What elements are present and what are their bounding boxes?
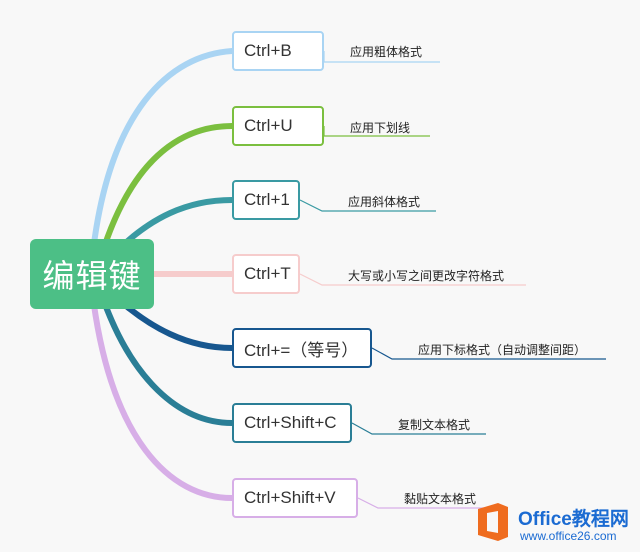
desc-label: 大写或小写之间更改字符格式	[348, 269, 505, 283]
key-label: Ctrl+B	[244, 41, 292, 60]
key-label: Ctrl+Shift+C	[244, 413, 337, 432]
desc-underline	[323, 126, 430, 137]
root-label: 编辑键	[42, 257, 142, 295]
desc-underline	[357, 497, 492, 509]
desc-label: 应用粗体格式	[350, 45, 423, 59]
key-label: Ctrl+1	[244, 190, 290, 209]
key-node-ctrl-equals[interactable]: Ctrl+=（等号）	[232, 328, 372, 368]
key-node-ctrl-shift-v[interactable]: Ctrl+Shift+V	[232, 478, 358, 518]
branch-connector	[97, 287, 235, 426]
desc-underline	[323, 51, 440, 63]
key-node-ctrl-1[interactable]: Ctrl+1	[232, 180, 300, 220]
key-node-ctrl-shift-c[interactable]: Ctrl+Shift+C	[232, 403, 352, 443]
key-label: Ctrl+=（等号）	[244, 340, 359, 360]
desc-underline	[351, 422, 486, 435]
desc-label: 应用下划线	[350, 121, 411, 135]
desc-label: 应用斜体格式	[348, 195, 421, 209]
key-node-ctrl-b[interactable]: Ctrl+B	[232, 31, 324, 71]
desc-label: 应用下标格式（自动调整间距）	[418, 343, 587, 357]
watermark-url: www.office26.com	[520, 529, 617, 543]
key-node-ctrl-u[interactable]: Ctrl+U	[232, 106, 324, 146]
key-node-ctrl-t[interactable]: Ctrl+T	[232, 254, 300, 294]
desc-underline	[371, 347, 606, 360]
desc-label: 复制文本格式	[398, 418, 471, 432]
desc-underline	[299, 199, 436, 212]
key-label: Ctrl+U	[244, 116, 293, 135]
desc-label: 黏贴文本格式	[404, 492, 477, 506]
watermark-brand: Office教程网	[518, 509, 629, 530]
key-label: Ctrl+T	[244, 264, 291, 283]
branch-connector	[89, 48, 235, 263]
desc-underline	[299, 273, 526, 286]
key-label: Ctrl+Shift+V	[244, 488, 336, 507]
root-node[interactable]: 编辑键	[30, 239, 154, 309]
branch-connector	[97, 123, 235, 263]
branch-connector	[89, 287, 235, 501]
office-logo-icon	[478, 503, 508, 541]
